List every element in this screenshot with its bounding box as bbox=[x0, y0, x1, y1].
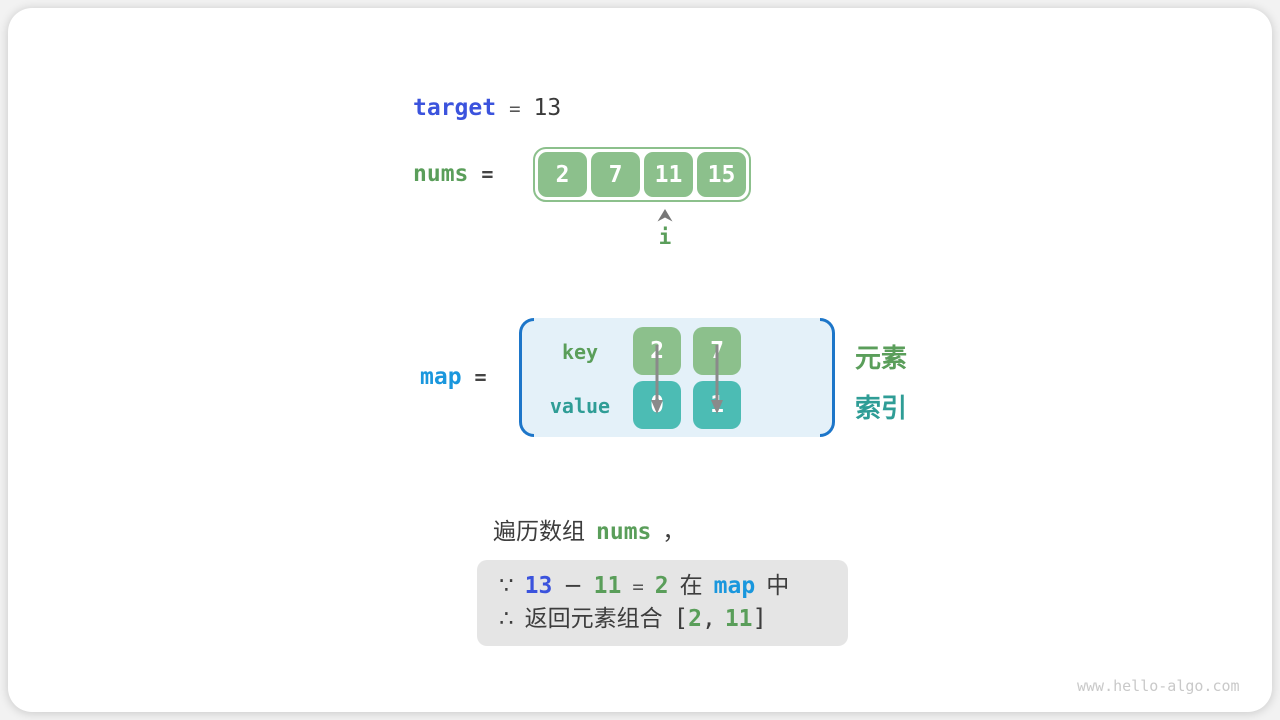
map-equals: = bbox=[474, 365, 487, 389]
map-key-row-label: key bbox=[561, 340, 599, 364]
arrow-down-icon bbox=[711, 345, 723, 414]
proof-line-1: ∵ 13 − 11 = 2 在 map 中 bbox=[499, 572, 848, 602]
proof-return-text: 返回元素组合 bbox=[524, 606, 663, 632]
target-value: 13 bbox=[533, 95, 562, 121]
array-cell: 11 bbox=[644, 152, 693, 197]
index-side-label: 索引 bbox=[855, 394, 908, 424]
caption-comma: ， bbox=[662, 519, 686, 545]
proof-equals: = bbox=[632, 576, 644, 598]
array-cell: 15 bbox=[697, 152, 746, 197]
proof-map-keyword: map bbox=[713, 573, 756, 599]
because-symbol: ∵ bbox=[499, 573, 514, 599]
proof-result-value: 2 bbox=[654, 573, 669, 599]
nums-keyword: nums bbox=[413, 161, 469, 187]
element-side-label: 元素 bbox=[855, 344, 908, 374]
map-value-row-label: value bbox=[549, 394, 611, 418]
pair-value-1: 2 bbox=[688, 606, 702, 632]
array-cell: 7 bbox=[591, 152, 640, 197]
caption-line: 遍历数组 nums ， bbox=[493, 512, 685, 546]
pair-value-2: 11 bbox=[724, 606, 753, 632]
proof-line-2: ∴ 返回元素组合 [ 2 , 11 ] bbox=[499, 604, 848, 634]
result-pair: [ 2 , 11 ] bbox=[674, 604, 767, 634]
caption-code: nums bbox=[596, 519, 652, 545]
arrow-down-icon bbox=[651, 345, 663, 414]
therefore-symbol: ∴ bbox=[499, 606, 514, 632]
map-container: key value 2 7 0 1 bbox=[519, 318, 835, 437]
open-bracket: [ bbox=[673, 604, 689, 632]
minus-sign: − bbox=[563, 573, 583, 599]
nums-label: nums = bbox=[413, 161, 493, 187]
close-bracket: ] bbox=[752, 604, 767, 632]
proof-suffix-text: 中 bbox=[766, 573, 790, 599]
map-bracket-right bbox=[820, 318, 835, 437]
target-line: target = 13 bbox=[413, 95, 561, 121]
nums-array: 2 7 11 15 bbox=[533, 147, 751, 202]
map-keyword: map bbox=[420, 364, 462, 390]
map-bracket-left bbox=[519, 318, 534, 437]
target-keyword: target bbox=[413, 95, 497, 121]
proof-box: ∵ 13 − 11 = 2 在 map 中 ∴ 返回元素组合 [ 2 , 11 … bbox=[477, 560, 848, 646]
proof-target-value: 13 bbox=[524, 573, 553, 599]
index-pointer-label: i bbox=[658, 225, 672, 249]
proof-in-text: 在 bbox=[679, 573, 703, 599]
pair-comma: , bbox=[701, 606, 716, 632]
target-equals: = bbox=[509, 98, 521, 120]
up-arrowhead-icon bbox=[657, 209, 673, 222]
nums-equals: = bbox=[481, 162, 494, 186]
proof-current-value: 11 bbox=[593, 573, 622, 599]
array-cell: 2 bbox=[538, 152, 587, 197]
site-watermark: www.hello-algo.com bbox=[1077, 677, 1240, 695]
map-label: map = bbox=[420, 364, 487, 390]
index-pointer: i bbox=[652, 209, 678, 248]
caption-text: 遍历数组 bbox=[493, 519, 585, 545]
